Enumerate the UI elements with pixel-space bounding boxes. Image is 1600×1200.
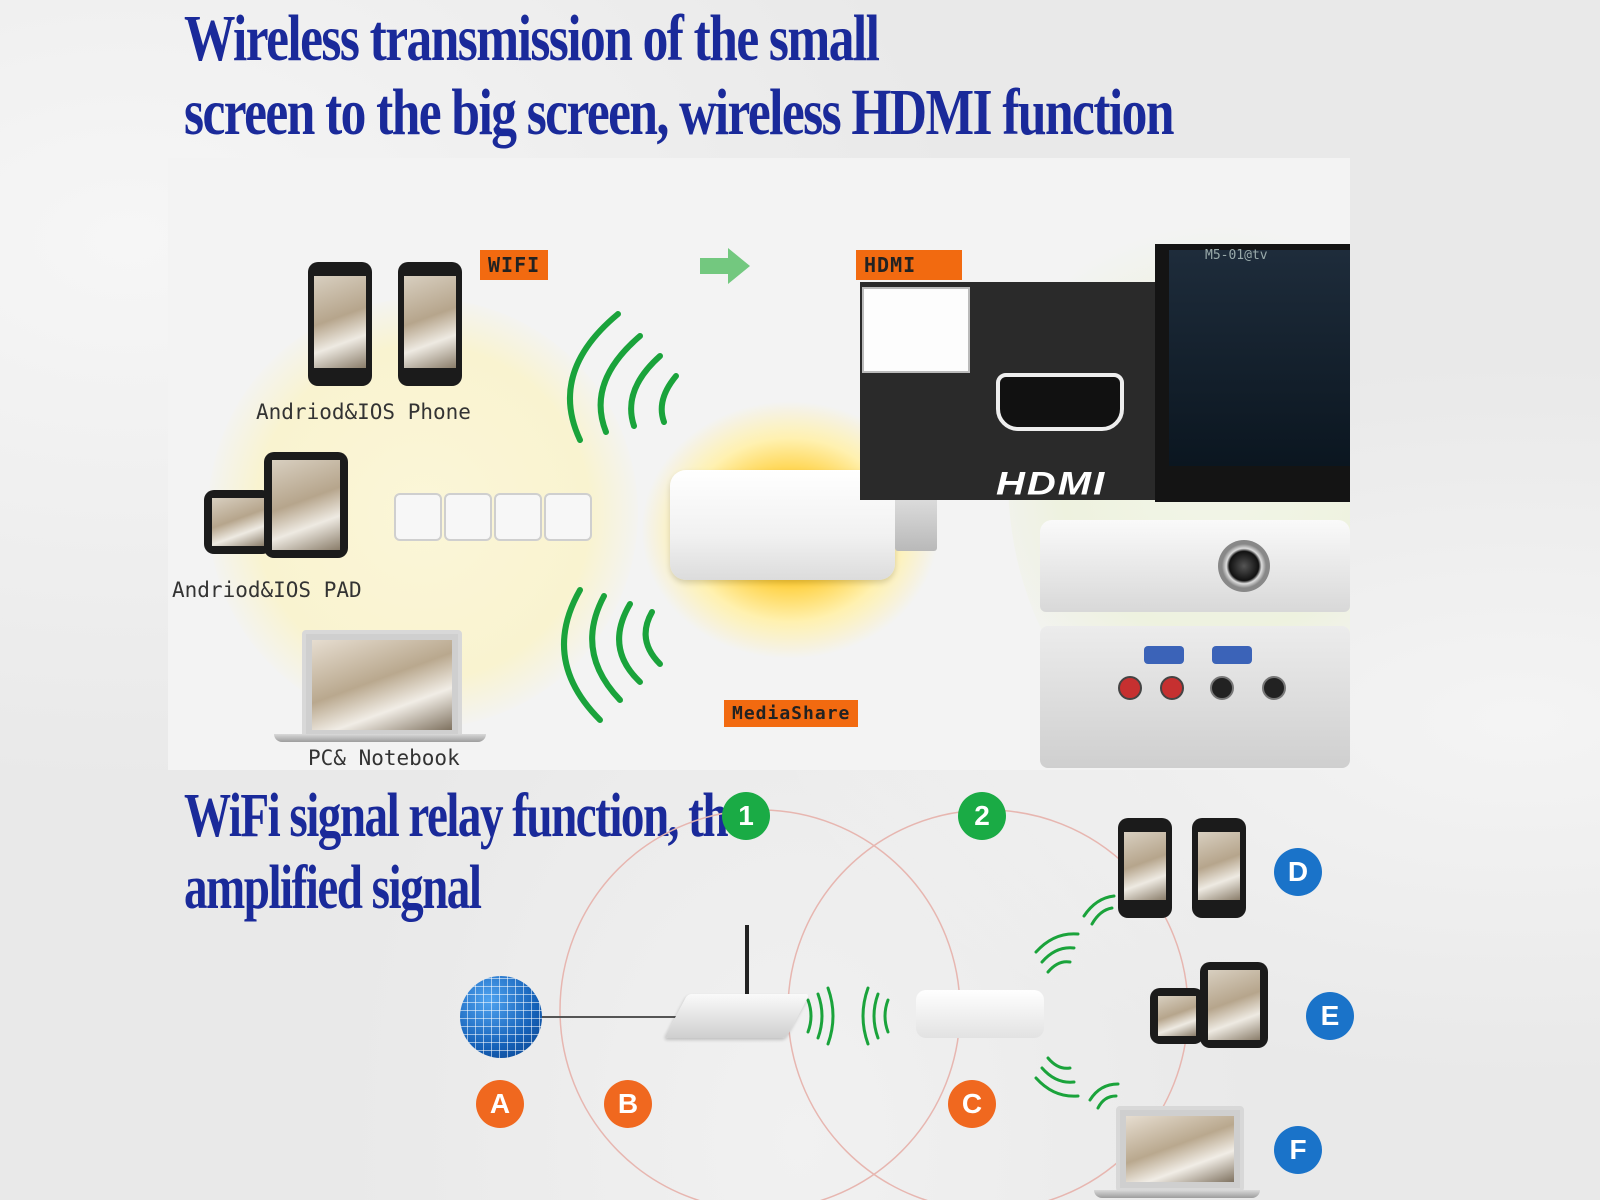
- relay-phone-image: [1118, 818, 1172, 918]
- wifi-router-image: [664, 994, 810, 1038]
- page-title: Wireless transmission of the small scree…: [184, 2, 1174, 150]
- node-label-c: C: [948, 1080, 996, 1128]
- tv-image: [1155, 244, 1350, 502]
- android-pad-image: [204, 490, 272, 554]
- notebook-base: [274, 734, 486, 742]
- relay-pad-image: [1200, 962, 1268, 1048]
- dlna-icon: [444, 493, 492, 541]
- zone-label-2: 2: [958, 792, 1006, 840]
- vga-port: [1212, 646, 1252, 664]
- wifi-icon: [394, 493, 442, 541]
- audio-port: [1160, 676, 1184, 700]
- relay-notebook-image: [1116, 1106, 1244, 1192]
- ios-phone-image: [398, 262, 462, 386]
- mediashare-dongle: [670, 470, 895, 580]
- video-port: [1210, 676, 1234, 700]
- mediashare-tag: MediaShare: [724, 700, 859, 727]
- projector-image: [1040, 520, 1350, 612]
- relay-signal-waves: [806, 894, 1120, 1110]
- subtitle-line-1: WiFi signal relay function, the: [184, 782, 748, 850]
- node-label-b: B: [604, 1080, 652, 1128]
- cloud-icon: [544, 493, 592, 541]
- zone-label-1: 1: [722, 792, 770, 840]
- device-label-e: E: [1306, 992, 1354, 1040]
- port-sticker: [862, 287, 970, 373]
- phone-caption: Andriod&IOS Phone: [256, 400, 471, 424]
- relay-pad-image: [1150, 988, 1204, 1044]
- airplay-icon: [494, 493, 542, 541]
- hdmi-tag: HDMI: [856, 250, 962, 280]
- device-label-f: F: [1274, 1126, 1322, 1174]
- subtitle-line-2: amplified signal: [184, 854, 482, 922]
- router-antenna: [745, 925, 749, 1007]
- vga-port: [1144, 646, 1184, 664]
- node-label-a: A: [476, 1080, 524, 1128]
- device-label-d: D: [1274, 848, 1322, 896]
- notebook-image: [302, 630, 462, 740]
- hdmi-logo: HDMI: [996, 466, 1107, 502]
- wifi-tag: WIFI: [480, 250, 549, 280]
- title-line-2: screen to the big screen, wireless HDMI …: [184, 76, 1174, 149]
- dongle-hdmi-plug: [895, 497, 937, 551]
- relay-phone-image: [1192, 818, 1246, 918]
- relay-dongle-image: [916, 990, 1044, 1038]
- audio-port: [1118, 676, 1142, 700]
- notebook-caption: PC& Notebook: [308, 746, 460, 770]
- relay-notebook-base: [1094, 1190, 1260, 1198]
- cable-line: [542, 1016, 680, 1018]
- ios-pad-image: [264, 452, 348, 558]
- pad-caption: Andriod&IOS PAD: [172, 578, 362, 602]
- internet-globe-icon: [460, 976, 542, 1058]
- android-phone-image: [308, 262, 372, 386]
- tv-label: M5-01@tv: [1205, 248, 1268, 263]
- relay-section-title: WiFi signal relay function, the amplifie…: [184, 780, 748, 924]
- video-port: [1262, 676, 1286, 700]
- projector-rear-panel: [1040, 626, 1350, 768]
- title-line-1: Wireless transmission of the small: [184, 2, 880, 75]
- projector-lens: [1218, 540, 1270, 592]
- hdmi-port: [996, 373, 1124, 431]
